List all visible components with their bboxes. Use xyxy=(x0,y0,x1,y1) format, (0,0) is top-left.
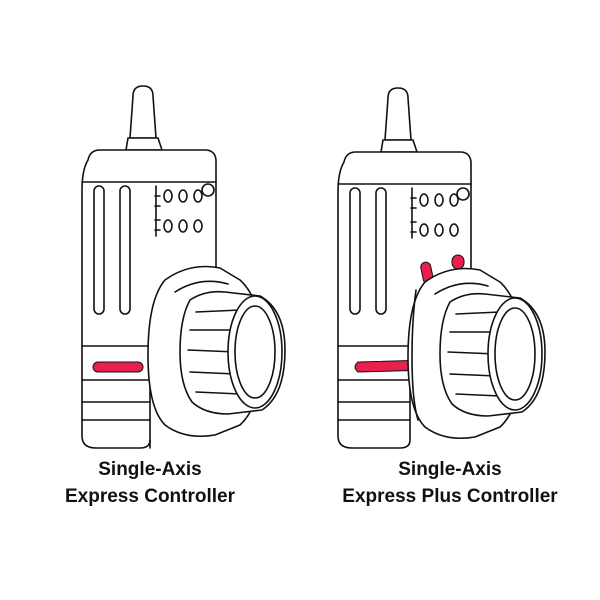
controller-body xyxy=(337,151,472,449)
antenna-icon xyxy=(380,87,418,153)
focus-knob-icon xyxy=(407,267,546,440)
accent-indicator-icon xyxy=(92,361,144,373)
product-express-plus-controller: Single-Axis Express Plus Controller xyxy=(300,0,600,600)
express-plus-controller-illustration xyxy=(337,87,546,449)
caption-line-1: Single-Axis xyxy=(398,459,502,480)
button-grid xyxy=(154,185,203,237)
product-caption: Single-Axis Express Plus Controller xyxy=(300,456,600,510)
antenna-icon xyxy=(125,85,163,151)
product-express-controller: Single-Axis Express Controller xyxy=(0,85,300,510)
controller-body xyxy=(81,149,217,449)
product-caption: Single-Axis Express Controller xyxy=(0,456,300,510)
button-grid xyxy=(410,187,459,239)
caption-line-1: Single-Axis xyxy=(98,459,202,480)
focus-knob-icon xyxy=(147,265,286,438)
caption-line-2: Express Plus Controller xyxy=(342,486,558,507)
caption-line-2: Express Controller xyxy=(65,486,235,507)
express-controller-illustration xyxy=(81,85,286,449)
